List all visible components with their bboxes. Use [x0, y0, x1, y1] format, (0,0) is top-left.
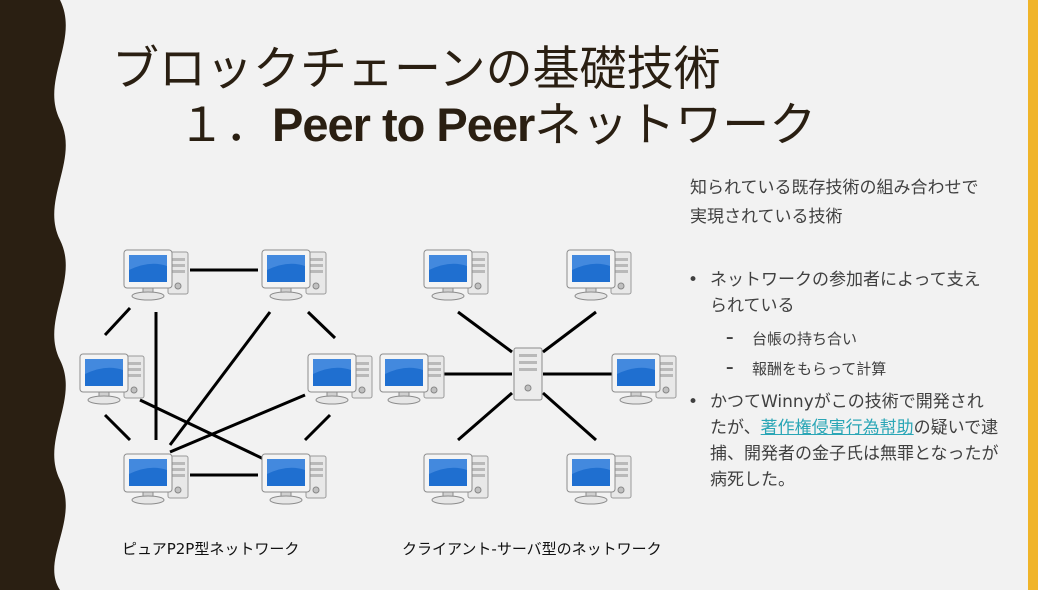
desktop-computer-icon [79, 353, 145, 405]
sub-dash: – [726, 328, 734, 346]
slide-title-line1: ブロックチェーンの基礎技術 [112, 42, 721, 97]
bullet-dot: • [688, 392, 699, 412]
bullet-2-pre: かつてWinnyがこの技術で開発されたが、 [710, 392, 984, 438]
desktop-computer-icon [611, 353, 677, 405]
left-wave-band [0, 0, 66, 590]
client-server-links [438, 310, 613, 442]
desktop-computer-icon [423, 249, 489, 301]
sub-bullet-2: – 報酬をもらって計算 [726, 358, 887, 379]
title-bold: Peer to Peer [272, 98, 535, 151]
p2p-links [103, 268, 337, 477]
desktop-computer-icon [379, 353, 445, 405]
desktop-computer-icon [261, 453, 327, 505]
sub-bullet-1-text: 台帳の持ち合い [752, 330, 858, 348]
slide-title-line2: １．Peer to Peerネットワーク [178, 86, 816, 155]
desktop-computer-icon [123, 249, 189, 301]
title-rest: ネットワーク [534, 98, 817, 153]
sub-bullet-1: – 台帳の持ち合い [726, 328, 858, 349]
bullet-dot: • [688, 270, 699, 290]
description-text: 知られている既存技術の組み合わせで実現されている技術 [690, 178, 979, 227]
p2p-caption: ピュアP2P型ネットワーク [122, 540, 300, 558]
desktop-computer-icon [566, 249, 632, 301]
bullet-2: • かつてWinnyがこの技術で開発されたが、著作権侵害行為幇助の疑いで逮捕、開… [688, 389, 1000, 493]
server-tower-icon [513, 347, 543, 401]
desktop-computer-icon [123, 453, 189, 505]
sub-bullet-2-text: 報酬をもらって計算 [752, 360, 887, 378]
bullet-1: • ネットワークの参加者によって支えられている [688, 267, 995, 319]
desktop-computer-icon [261, 249, 327, 301]
desktop-computer-icon [423, 453, 489, 505]
bullet-1-text: ネットワークの参加者によって支えられている [710, 270, 981, 316]
desktop-computer-icon [307, 353, 373, 405]
sub-dash: – [726, 358, 734, 376]
right-accent-bar [1028, 0, 1038, 590]
title-number: １． [178, 98, 272, 153]
client-server-caption: クライアント-サーバ型のネットワーク [402, 540, 662, 558]
desktop-computer-icon [566, 453, 632, 505]
copyright-link[interactable]: 著作権侵害行為幇助 [760, 418, 914, 438]
bullet-2-post: の疑いで逮捕、開発者の金子氏は無罪となったが病死した。 [710, 418, 999, 490]
